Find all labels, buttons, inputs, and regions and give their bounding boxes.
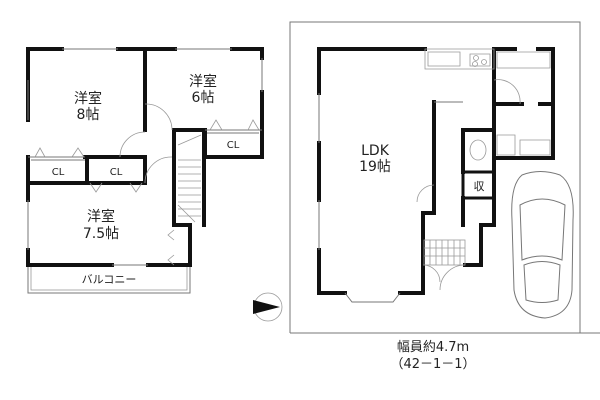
- room-western-8-size: 8帖: [77, 107, 100, 123]
- toilet-icon: [469, 139, 487, 161]
- closet-label: CL: [110, 167, 123, 178]
- entrance-tiles: [416, 79, 521, 291]
- car-icon: [511, 171, 574, 319]
- ldk-size: 19帖: [359, 159, 391, 175]
- balcony-label: バルコニー: [82, 273, 137, 286]
- storage-label: 収: [474, 180, 485, 193]
- compass-icon: [253, 292, 283, 322]
- road-code: （42－1－1）: [390, 357, 475, 372]
- room-western-75-name: 洋室: [87, 208, 115, 225]
- storage: [461, 170, 496, 200]
- road-width: 幅員約4.7m: [397, 340, 469, 355]
- first-floor: 収 LDK 19帖: [317, 47, 555, 303]
- second-floor: 洋室 8帖 洋室 6帖 洋室 7.5帖 CL CL CL バルコニー: [26, 47, 264, 294]
- room-western-6-size: 6帖: [192, 90, 215, 106]
- site-boundary: [289, 21, 600, 334]
- closet-label: CL: [227, 140, 240, 151]
- stairs: [177, 134, 202, 223]
- room-western-8-name: 洋室: [74, 90, 102, 107]
- ldk-name: LDK: [361, 143, 390, 159]
- room-western-75-size: 7.5帖: [83, 226, 119, 242]
- room-western-6-name: 洋室: [189, 73, 217, 90]
- closet-label: CL: [52, 167, 65, 178]
